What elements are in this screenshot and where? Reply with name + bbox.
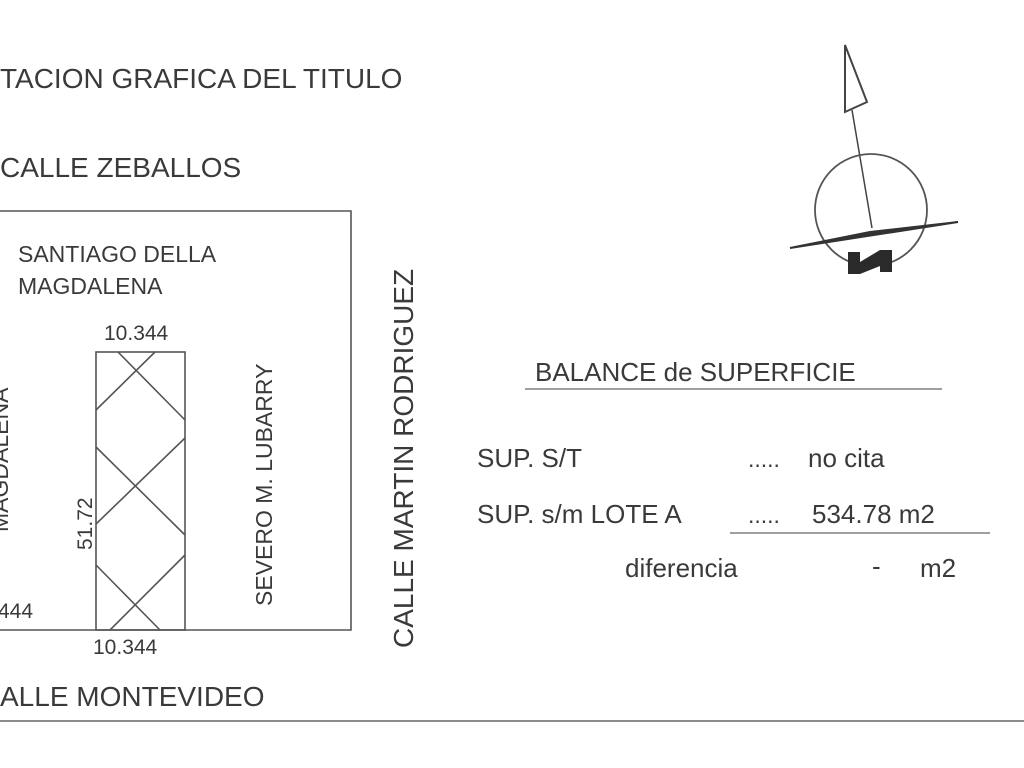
- balance-row-sup-sm-lote-a: SUP. s/m LOTE A ..... 534.78 m2: [477, 499, 990, 534]
- street-bottom-label: ALLE MONTEVIDEO: [0, 681, 265, 712]
- lot-a-hatched: [95, 351, 186, 631]
- row-dots: .....: [748, 502, 780, 528]
- row-unit: m2: [920, 553, 956, 583]
- neighbor-right-label: SEVERO M. LUBARRY: [251, 364, 277, 606]
- row-dots: .....: [748, 446, 780, 472]
- balance-title: BALANCE de SUPERFICIE: [535, 357, 856, 387]
- balance-row-sup-st: SUP. S/T ..... no cita: [477, 443, 885, 473]
- lot-bottom-dimension: 10.344: [93, 636, 158, 659]
- street-right-label: CALLE MARTIN RODRIGUEZ: [388, 269, 419, 648]
- document-title: TACION GRAFICA DEL TITULO: [0, 63, 402, 94]
- row-value: -: [872, 551, 881, 581]
- lot-depth-dimension: 51.72: [74, 497, 97, 550]
- row-label: SUP. s/m LOTE A: [477, 499, 682, 529]
- balance-row-diferencia: diferencia - m2: [625, 551, 956, 583]
- north-arrow-icon: N: [789, 44, 959, 274]
- row-label: diferencia: [625, 553, 738, 583]
- neighbor-top-line1: SANTIAGO DELLA: [18, 241, 217, 267]
- lot-top-dimension: 10.344: [104, 322, 169, 345]
- row-value: no cita: [808, 443, 885, 473]
- street-left-partial-label: MAGDALENA: [0, 387, 13, 532]
- street-top-label: CALLE ZEBALLOS: [0, 152, 241, 183]
- row-label: SUP. S/T: [477, 443, 582, 473]
- row-value: 534.78 m2: [812, 499, 935, 529]
- neighbor-top-line2: MAGDALENA: [18, 273, 163, 299]
- left-dimension-partial: 444: [0, 600, 33, 623]
